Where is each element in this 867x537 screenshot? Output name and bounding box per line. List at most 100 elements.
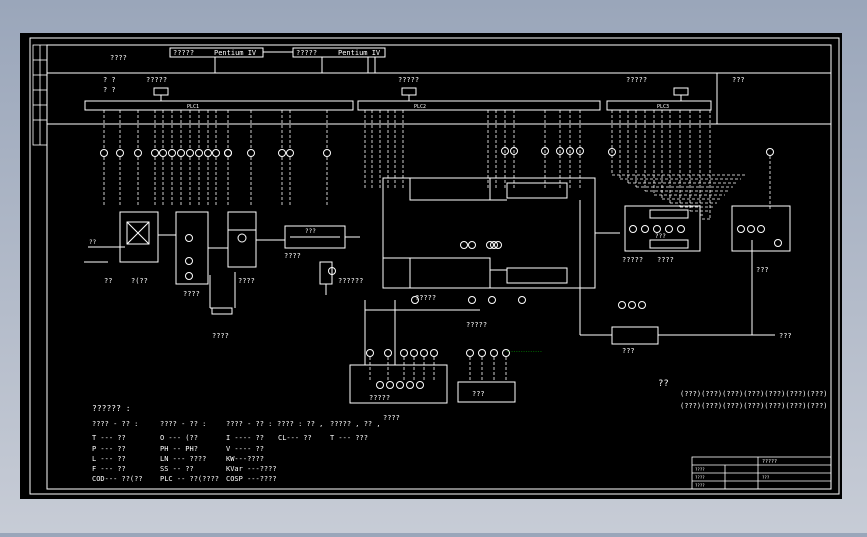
instrument-bubble[interactable]	[466, 349, 474, 357]
instrument-bubble[interactable]	[411, 296, 419, 304]
instrument-bubble[interactable]	[638, 301, 646, 309]
instrument-bubble[interactable]	[490, 241, 498, 249]
instrument-bubble[interactable]	[766, 148, 774, 156]
instrument-bubble[interactable]	[460, 241, 468, 249]
svg-text:L --- ??: L --- ??	[92, 455, 126, 463]
instrument-bubble[interactable]	[628, 301, 636, 309]
reactor-main[interactable]	[382, 177, 620, 289]
settling-tank[interactable]	[284, 225, 360, 249]
svg-text:?????: ?????	[762, 459, 777, 465]
instrument-bubble[interactable]	[468, 241, 476, 249]
instrument-bubble[interactable]	[494, 241, 502, 249]
grit-chamber[interactable]	[119, 211, 159, 263]
svg-text:???: ???	[622, 347, 635, 355]
pump-station[interactable]	[158, 211, 236, 315]
instrument-bubble[interactable]	[737, 225, 745, 233]
instrument-bubble[interactable]	[420, 349, 428, 357]
instrument-bubble[interactable]	[486, 241, 494, 249]
inner-frame	[46, 44, 832, 490]
instrument-bubble[interactable]	[478, 349, 486, 357]
outlet-pipe: ???	[579, 200, 775, 355]
instrument-bubble[interactable]	[323, 149, 331, 157]
instrument-bubble[interactable]	[488, 296, 496, 304]
control-box-label-1: ?????	[369, 394, 390, 402]
instrument-bubble[interactable]	[501, 147, 509, 155]
instrument-bubble[interactable]	[618, 301, 626, 309]
instrument-bubble[interactable]	[177, 149, 185, 157]
instrument-bubble[interactable]	[502, 349, 510, 357]
network-bus	[47, 57, 831, 125]
svg-text:????: ????	[238, 277, 255, 285]
instrument-bubble[interactable]	[100, 149, 108, 157]
instrument-bubble[interactable]	[151, 149, 159, 157]
instrument-bubble[interactable]	[641, 225, 649, 233]
sludge-pump[interactable]	[319, 261, 333, 295]
instrument-bubble[interactable]	[396, 381, 404, 389]
instrument-bubble[interactable]	[384, 349, 392, 357]
instrument-bubble[interactable]	[195, 149, 203, 157]
svg-text:Pentium IV: Pentium IV	[214, 49, 257, 57]
svg-text:?????: ?????	[398, 76, 419, 84]
instrument-bubble[interactable]	[224, 149, 232, 157]
control-box-lower-right[interactable]	[457, 381, 516, 403]
instrument-bubble[interactable]	[576, 147, 584, 155]
binding-strip	[32, 44, 48, 146]
instrument-bubble[interactable]	[410, 349, 418, 357]
instrument-bubble[interactable]	[168, 149, 176, 157]
instrument-bubble[interactable]	[406, 381, 414, 389]
instrument-bubble[interactable]	[400, 349, 408, 357]
svg-text:V ---- ??: V ---- ??	[226, 445, 264, 453]
signal-wiring	[103, 110, 771, 382]
instrument-bubble[interactable]	[212, 149, 220, 157]
plc3-unit[interactable]: ????? PLC3	[606, 76, 712, 111]
instrument-bubble[interactable]	[366, 349, 374, 357]
svg-text:?????: ?????	[622, 256, 643, 264]
instrument-bubble[interactable]	[116, 149, 124, 157]
instrument-bubble[interactable]	[518, 296, 526, 304]
instrument-bubble[interactable]	[556, 147, 564, 155]
chemical-dosing-unit[interactable]	[624, 205, 701, 252]
header-box-2[interactable]: ????? Pentium IV	[292, 47, 386, 58]
svg-text:???? - ?? :: ???? - ?? :	[226, 420, 272, 428]
instrument-bubble[interactable]	[608, 148, 616, 156]
svg-text:????? , ?? ,: ????? , ?? ,	[330, 420, 381, 428]
screen-unit[interactable]	[227, 211, 285, 268]
header-box-1[interactable]: ????? Pentium IV	[169, 47, 264, 58]
plc2-unit[interactable]: ????? PLC2	[357, 76, 601, 111]
control-box-lower-left[interactable]	[349, 300, 480, 404]
control-box-label-2: ???	[472, 390, 485, 398]
chlorination-unit[interactable]	[731, 205, 791, 252]
instrument-bubble[interactable]	[159, 149, 167, 157]
svg-text:O --- (??: O --- (??	[160, 434, 198, 442]
plc1-unit[interactable]: ????? PLC1	[84, 76, 354, 111]
note-line-1: (???)(???)(???)(???)(???)(???)(???)	[680, 390, 828, 398]
instrument-bubble[interactable]	[134, 149, 142, 157]
title-block[interactable]: ????? ???? ???? ???? ???	[691, 456, 832, 490]
svg-text:?????: ?????	[146, 76, 167, 84]
instrument-bubble[interactable]	[376, 381, 384, 389]
instrument-bubble[interactable]	[774, 239, 782, 247]
instrument-bubble[interactable]	[653, 225, 661, 233]
instrument-bubble[interactable]	[286, 149, 294, 157]
instrument-bubble[interactable]	[186, 149, 194, 157]
instrument-bubble[interactable]	[510, 147, 518, 155]
instrument-bubble[interactable]	[665, 225, 673, 233]
instrument-bubble[interactable]	[278, 149, 286, 157]
instrument-bubble[interactable]	[566, 147, 574, 155]
instrument-bubble[interactable]	[490, 349, 498, 357]
instrument-bubble[interactable]	[430, 349, 438, 357]
instrument-bubble[interactable]	[757, 225, 765, 233]
instrument-bubble[interactable]	[468, 296, 476, 304]
instrument-bubble[interactable]	[204, 149, 212, 157]
instrument-bubble[interactable]	[386, 381, 394, 389]
instrument-bubble[interactable]	[416, 381, 424, 389]
instrument-bubble[interactable]	[541, 147, 549, 155]
equipment-labels: ?? ?(?? ???? ???? ???? ???? ?????? ?????…	[104, 252, 769, 340]
instrument-bubble[interactable]	[629, 225, 637, 233]
instrument-bubble[interactable]	[747, 225, 755, 233]
instrument-bubble[interactable]	[677, 225, 685, 233]
instrument-bubble[interactable]	[247, 149, 255, 157]
svg-text:????: ????	[695, 483, 705, 488]
top-left-label: ????	[110, 54, 127, 62]
